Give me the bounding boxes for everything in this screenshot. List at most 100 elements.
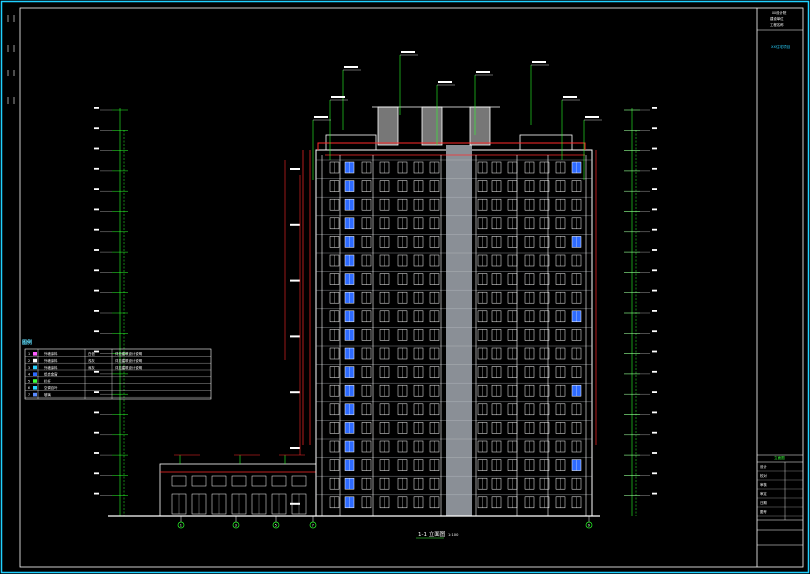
level-marker	[652, 107, 657, 109]
legend-row-spec: 白色	[88, 351, 95, 356]
level-marker	[94, 249, 99, 251]
level-marker	[652, 472, 657, 475]
legend-row-swatch	[33, 379, 37, 383]
roof-machine-room	[421, 106, 443, 146]
legend-row-name: 空调百叶	[44, 385, 58, 390]
roof-red-line	[317, 142, 586, 150]
podium-window	[211, 475, 227, 487]
level-marker	[652, 289, 657, 292]
podium-window	[251, 475, 267, 487]
annotation-text-mark	[476, 71, 490, 73]
side-tag	[290, 447, 300, 449]
tower-core-shaft	[446, 145, 472, 516]
title-block-top-1: XX设计院	[772, 10, 787, 15]
legend-row-name: 外墙涂料	[44, 351, 58, 356]
level-marker	[94, 370, 99, 373]
legend-row-code: 3	[28, 366, 30, 370]
annotation-text-mark	[401, 51, 415, 53]
binding-marks	[7, 15, 15, 104]
legend-row-note: 详见建筑设计说明	[115, 365, 143, 370]
legend-row-code: 4	[28, 373, 30, 377]
level-marker	[652, 188, 657, 190]
legend-row-code: 6	[28, 386, 30, 390]
level-marker	[652, 310, 657, 312]
annotation-text-mark	[344, 66, 358, 68]
legend-row-code: 7	[28, 393, 30, 397]
level-marker	[652, 208, 657, 211]
level-marker	[652, 330, 657, 333]
level-marker	[94, 391, 99, 393]
level-marker	[94, 107, 99, 109]
title-block-row-label: 审定	[760, 491, 767, 496]
level-marker	[652, 452, 657, 454]
level-marker	[652, 391, 657, 393]
tower-elevation	[284, 106, 597, 517]
legend-row-spec: 浅灰	[88, 358, 95, 363]
level-marker	[652, 370, 657, 373]
title-block-row-label: 审核	[760, 482, 767, 487]
drawing-title: 1-1 立面图	[418, 530, 446, 538]
level-marker	[94, 411, 99, 414]
right-level-dimensions	[624, 107, 657, 516]
level-marker	[652, 249, 657, 251]
axis-bubble	[232, 521, 240, 529]
legend-row-spec: 深灰	[88, 365, 95, 370]
legend-row-swatch	[33, 392, 37, 397]
level-marker	[652, 431, 657, 434]
legend-row-note: 详见建筑设计说明	[115, 358, 143, 363]
level-marker	[652, 127, 657, 130]
annotation-text-mark	[314, 116, 328, 118]
left-level-dimensions	[94, 107, 128, 516]
legend-row-swatch	[33, 365, 37, 370]
level-marker	[94, 208, 99, 211]
roof-machine-room	[469, 106, 491, 146]
podium-elevation	[159, 454, 317, 517]
title-block-row-label: 图号	[760, 509, 767, 514]
podium-window	[271, 475, 287, 487]
level-marker	[652, 147, 657, 150]
roof-machine-room	[377, 106, 399, 146]
podium-window	[231, 475, 247, 487]
legend-header: 图例	[22, 339, 32, 346]
podium-window	[171, 475, 187, 487]
legend-row-code: 2	[28, 359, 30, 363]
axis-label: 5	[275, 524, 277, 528]
level-marker	[652, 269, 657, 272]
level-marker	[94, 350, 99, 353]
level-marker	[94, 269, 99, 272]
axis-bubble	[585, 521, 593, 529]
level-marker	[94, 452, 99, 454]
drawing-scale: 1:100	[448, 533, 459, 537]
side-tag	[290, 391, 300, 394]
side-tag	[290, 223, 300, 226]
drawing-inner-frame	[19, 7, 804, 568]
axis-label: 3	[235, 524, 237, 528]
title-block-drawing-name: 立面图	[774, 455, 785, 460]
legend-row-name: 铝合金窗	[44, 372, 58, 377]
level-marker	[94, 289, 99, 292]
side-tag	[290, 335, 300, 338]
annotation-text-mark	[532, 61, 546, 63]
title-block-row-label: 日期	[760, 500, 767, 505]
legend-row-code: 1	[28, 352, 30, 356]
annotation-text-mark	[438, 81, 452, 83]
legend-row-swatch	[33, 358, 37, 363]
title-block-row-label: 设计	[760, 464, 767, 469]
level-marker	[652, 350, 657, 353]
title-block-project: XX住宅项目	[771, 44, 790, 49]
axis-label: 1	[180, 524, 182, 528]
title-block-top-3: 工程名称	[770, 22, 784, 27]
legend-row-code: 5	[28, 379, 30, 383]
legend-row-swatch	[33, 372, 37, 376]
legend-row-name: 外墙涂料	[44, 365, 58, 370]
podium-window	[291, 475, 307, 487]
side-tag	[290, 279, 300, 282]
annotation-text-mark	[563, 96, 577, 98]
level-marker	[94, 127, 99, 130]
level-marker	[94, 330, 99, 333]
